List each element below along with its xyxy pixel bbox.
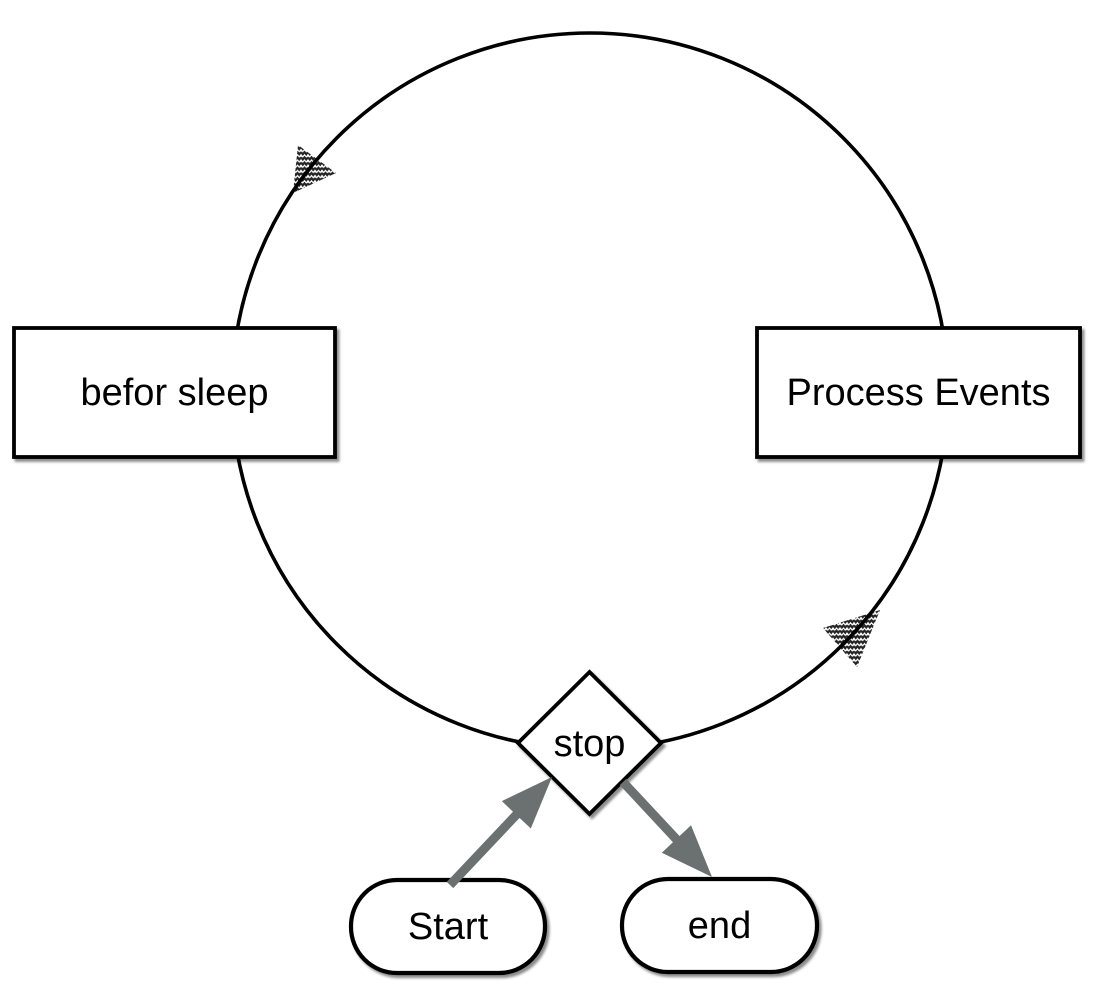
start-to-stop-arrowhead-icon <box>501 777 552 829</box>
start-to-stop-arrow-shaft <box>446 809 522 889</box>
loop-arrowhead-top-left-icon <box>293 145 336 193</box>
stop-to-end-arrowhead-icon <box>661 825 712 877</box>
stop-to-end-arrow-shaft <box>619 778 682 845</box>
stop-diamond <box>515 669 664 817</box>
before-sleep-box <box>12 326 337 459</box>
loop-arrowhead-bottom-right-icon <box>823 610 880 667</box>
process-events-box <box>755 326 1082 459</box>
gray-arrows <box>446 777 712 889</box>
start-pill <box>348 877 548 976</box>
end-pill <box>619 876 820 975</box>
